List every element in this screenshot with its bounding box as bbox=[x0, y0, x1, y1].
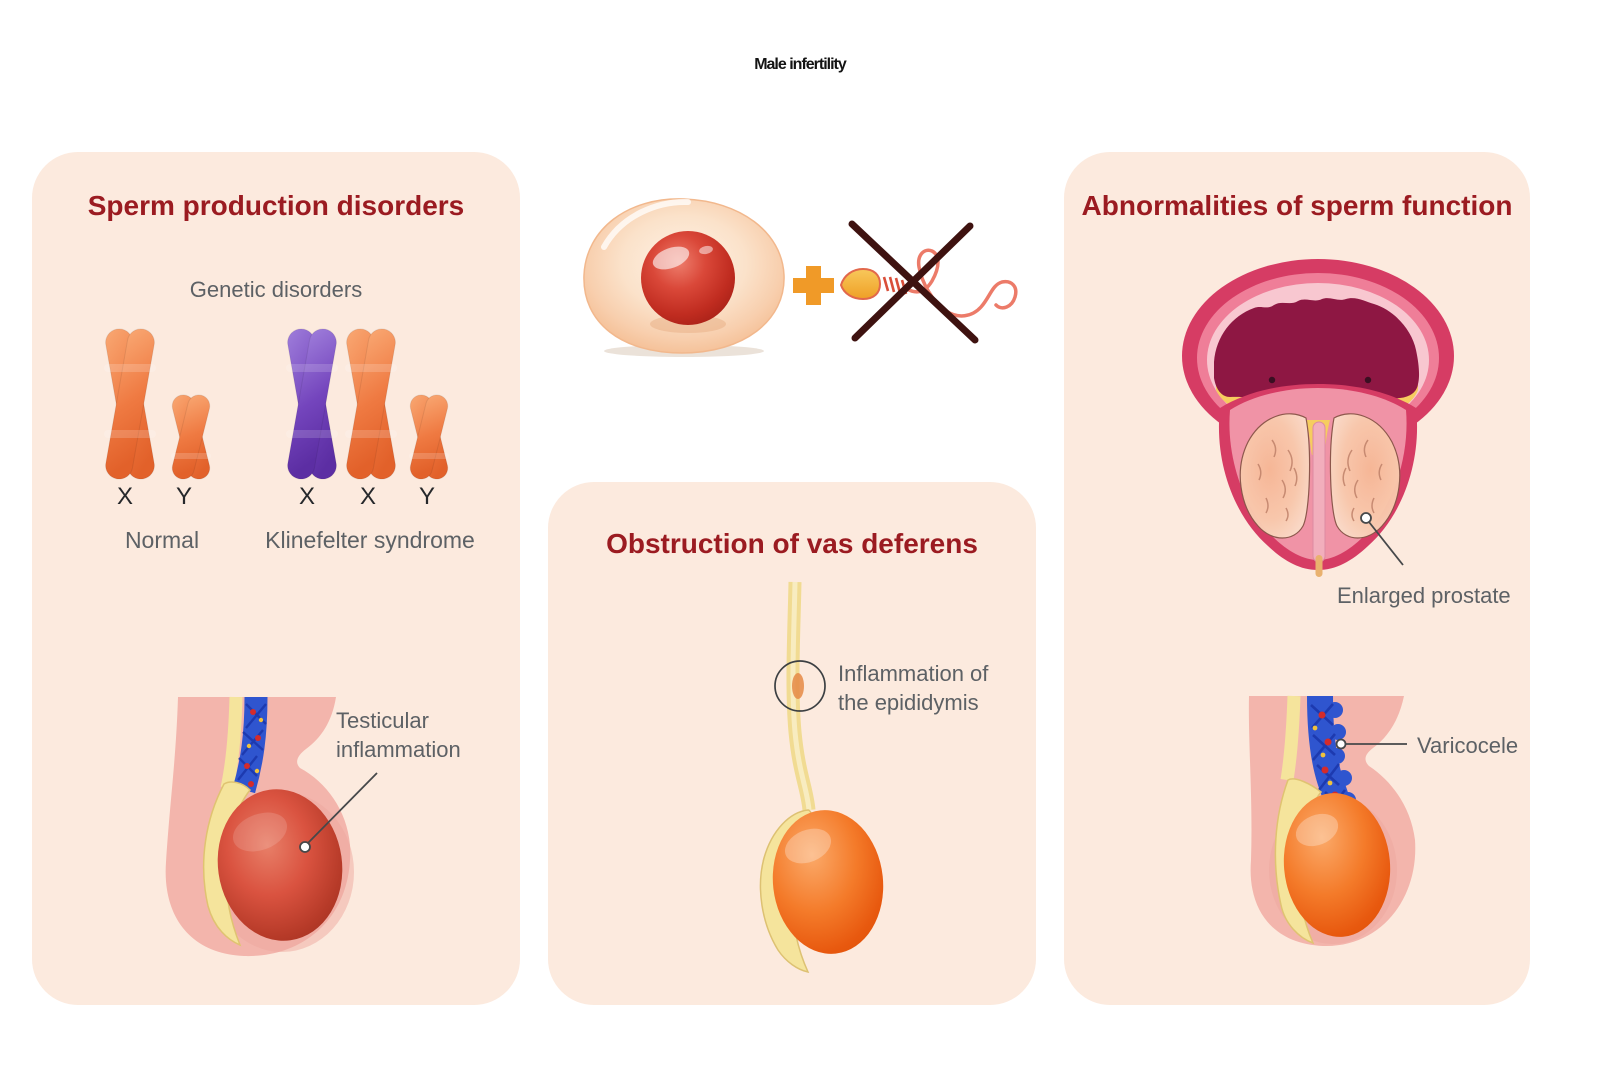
egg-nucleus bbox=[641, 231, 735, 325]
page-title: Male infertility bbox=[754, 56, 847, 73]
chromosome-x-extra-purple bbox=[286, 328, 338, 480]
chromosome-y-normal bbox=[171, 394, 211, 480]
enlarged-prostate-illustration bbox=[1182, 259, 1454, 577]
ureter-opening-dot bbox=[1268, 376, 1276, 384]
leader-line bbox=[1368, 521, 1404, 566]
spermatic-cord-duct bbox=[1280, 695, 1301, 782]
karyotype-caption-klinefelter: Klinefelter syndrome bbox=[265, 527, 475, 553]
enlarged-prostate-label: Enlarged prostate bbox=[1337, 583, 1511, 608]
leader-line bbox=[307, 772, 378, 844]
epididymis-shape bbox=[202, 781, 251, 947]
lymph-dots bbox=[246, 717, 264, 774]
spermatic-cord-duct bbox=[220, 696, 243, 790]
genetic-disorders-subtitle: Genetic disorders bbox=[189, 277, 363, 302]
testicular-inflammation-illustration bbox=[165, 696, 378, 957]
sperm-head bbox=[839, 267, 882, 301]
egg-plus-no-sperm-illustration bbox=[583, 198, 1018, 357]
vas-deferens-obstruction-illustration bbox=[759, 581, 884, 974]
karyotype-illustration bbox=[104, 328, 449, 480]
varicocele-illustration bbox=[1248, 695, 1416, 947]
plus-icon bbox=[793, 266, 834, 305]
testis-shape bbox=[772, 810, 884, 954]
varicocele-label: Varicocele bbox=[1417, 733, 1519, 758]
bladder-interior bbox=[1214, 298, 1420, 400]
testis-shape bbox=[1283, 793, 1391, 937]
prostate-lobes bbox=[1239, 413, 1401, 539]
leader-dot bbox=[299, 841, 311, 853]
karyotype-letter: Y bbox=[175, 483, 192, 510]
testicular-inflammation-label: Testicular inflammation bbox=[336, 708, 461, 762]
inflamed-spot bbox=[792, 673, 804, 699]
spermatic-cord-veins bbox=[232, 696, 268, 794]
karyotype-letter: X bbox=[359, 483, 376, 510]
cross-out-icon bbox=[848, 220, 979, 344]
epididymis-inflammation-label: Inflammation of the epididymis bbox=[838, 661, 989, 715]
right-panel-title: Abnormalities of sperm function bbox=[1081, 190, 1513, 221]
left-panel-title: Sperm production disorders bbox=[87, 190, 465, 221]
sperm-tail bbox=[905, 248, 1018, 318]
annotation-circle bbox=[774, 660, 826, 712]
karyotype-letter: X bbox=[298, 483, 315, 510]
artery-dots bbox=[244, 709, 261, 787]
chromosome-x-normal bbox=[104, 328, 156, 480]
karyotype-caption-normal: Normal bbox=[124, 527, 200, 553]
sperm-cell bbox=[839, 248, 1018, 318]
chromosome-x-klinefelter bbox=[345, 328, 397, 480]
leader-dot bbox=[1360, 512, 1372, 524]
center-panel-title: Obstruction of vas deferens bbox=[606, 528, 978, 559]
urethra bbox=[1312, 421, 1326, 563]
ureter-opening-dot bbox=[1364, 376, 1372, 384]
vein-mesh bbox=[237, 703, 267, 781]
inflamed-testis-shape bbox=[217, 789, 343, 941]
karyotype-letter: X bbox=[116, 483, 133, 510]
leader-dot bbox=[1335, 738, 1347, 750]
chromosome-y-klinefelter bbox=[409, 394, 449, 480]
karyotype-letter: Y bbox=[418, 483, 435, 510]
